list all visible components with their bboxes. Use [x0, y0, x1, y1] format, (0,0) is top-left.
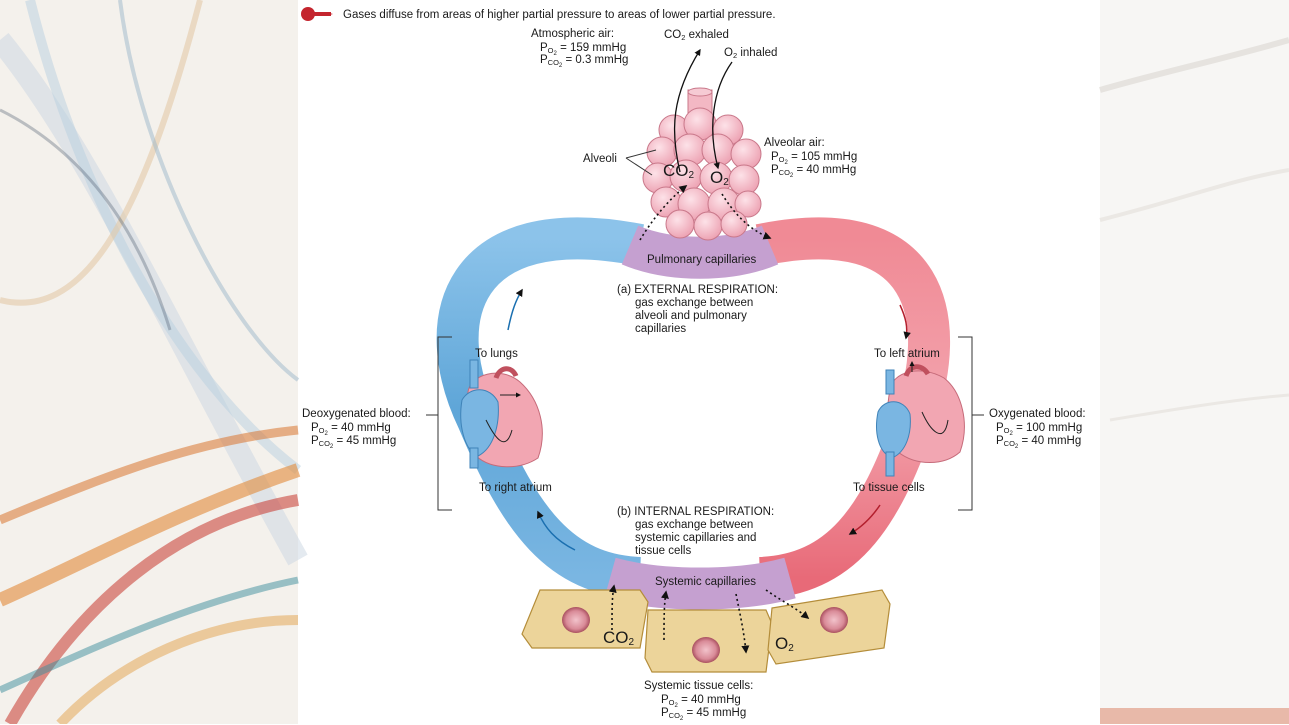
external-respiration-title: (a) EXTERNAL RESPIRATION:	[617, 284, 778, 296]
atmospheric-pco2-value: = 0.3 mmHg	[565, 54, 628, 66]
tissue-co2-label: CO2	[603, 632, 634, 649]
alveolar-po2-value: = 105 mmHg	[791, 151, 857, 163]
o2-inhaled-label: O2 inhaled	[724, 47, 777, 62]
atmospheric-title: Atmospheric air:	[531, 29, 614, 41]
atmospheric-pco2: PCO2 = 0.3 mmHg	[540, 54, 628, 72]
deoxygenated-pco2-value: = 45 mmHg	[336, 435, 396, 447]
tissue-pco2-value: = 45 mmHg	[686, 707, 746, 719]
tissue-o2-label: O2	[775, 638, 794, 655]
internal-line2: systemic capillaries and	[635, 532, 756, 544]
pulmonary-capillaries-label: Pulmonary capillaries	[647, 254, 756, 266]
inhaled-text: inhaled	[740, 47, 777, 59]
alveoli-label: Alveoli	[583, 153, 617, 165]
to-lungs-label: To lungs	[475, 348, 518, 360]
external-line3: capillaries	[635, 323, 686, 335]
deoxygenated-pco2: PCO2 = 45 mmHg	[311, 435, 396, 453]
tissue-pco2: PCO2 = 45 mmHg	[661, 707, 746, 725]
external-line2: alveoli and pulmonary	[635, 310, 747, 322]
internal-respiration-title: (b) INTERNAL RESPIRATION:	[617, 506, 774, 518]
background-right	[1100, 0, 1289, 724]
alveoli-o2-label: O2	[710, 172, 729, 189]
alveoli-cluster	[643, 88, 761, 240]
to-tissue-cells-label: To tissue cells	[853, 482, 925, 494]
alveolar-pco2-value: = 40 mmHg	[796, 164, 856, 176]
external-line1: gas exchange between	[635, 297, 753, 309]
internal-line1: gas exchange between	[635, 519, 753, 531]
to-left-atrium-label: To left atrium	[874, 348, 940, 360]
oxygenated-pco2-value: = 40 mmHg	[1021, 435, 1081, 447]
tissue-po2-value: = 40 mmHg	[681, 694, 741, 706]
oxygenated-pco2: PCO2 = 40 mmHg	[996, 435, 1081, 453]
flow-arrow-up-icon	[508, 290, 522, 330]
legend-text: Gases diffuse from areas of higher parti…	[343, 9, 776, 21]
exhaled-text: exhaled	[689, 29, 729, 41]
heart-left-icon	[461, 360, 543, 468]
atmospheric-po2-value: = 159 mmHg	[560, 42, 626, 54]
alveolar-title: Alveolar air:	[764, 138, 825, 150]
oxygenated-po2-value: = 100 mmHg	[1016, 422, 1082, 434]
key-arrow-icon	[301, 7, 333, 21]
co2-exhaled-label: CO2 exhaled	[664, 29, 729, 44]
tissue-title: Systemic tissue cells:	[644, 681, 753, 693]
alveoli-co2-label: CO2	[663, 165, 694, 182]
heart-right-icon	[877, 362, 965, 476]
oxygenated-title: Oxygenated blood:	[989, 409, 1086, 421]
systemic-capillaries-label: Systemic capillaries	[655, 576, 756, 588]
alveolar-pco2: PCO2 = 40 mmHg	[771, 164, 856, 182]
deoxygenated-title: Deoxygenated blood:	[302, 409, 411, 421]
to-right-atrium-label: To right atrium	[479, 482, 552, 494]
background-left	[0, 0, 298, 724]
deoxygenated-po2-value: = 40 mmHg	[331, 422, 391, 434]
internal-line3: tissue cells	[635, 545, 691, 557]
